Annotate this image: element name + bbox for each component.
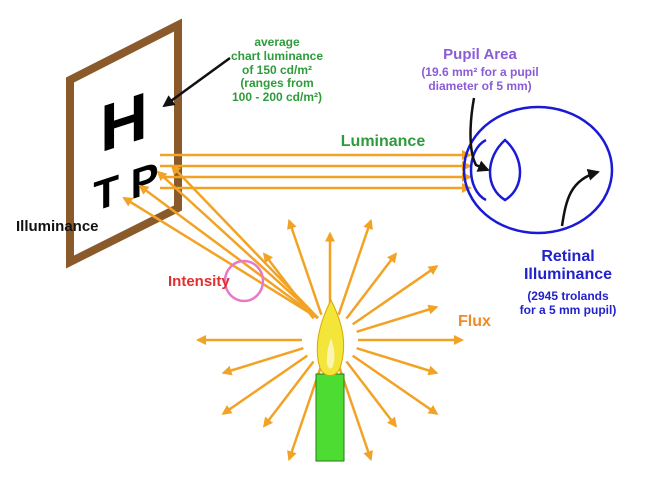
flux-ray [345, 252, 398, 320]
flux-ray [287, 218, 323, 316]
luminance-pointer-arrow [162, 56, 231, 108]
retina-pointer-arrow [560, 168, 600, 227]
flux-ray [356, 347, 439, 376]
flux-ray [351, 354, 439, 415]
illuminance-ray [138, 184, 319, 320]
flux-ray [356, 304, 439, 333]
candle [315, 298, 345, 462]
intensity-circle [223, 259, 265, 303]
eye-chart-frame [66, 18, 182, 269]
eyeball [462, 105, 614, 235]
flux-ray [262, 252, 315, 320]
retinal-illuminance-detail: (2945 trolands for a 5 mm pupil) [519, 289, 617, 317]
illuminance-label: Illuminance [16, 218, 99, 235]
flux-ray [337, 218, 373, 316]
luminance-rays [160, 150, 472, 193]
candle-flame [316, 298, 345, 376]
chart-letter-h: H [100, 78, 148, 167]
cornea [469, 138, 487, 202]
intensity-label: Intensity [168, 273, 230, 290]
luminance-label: Luminance [340, 133, 426, 150]
flux-label: Flux [458, 313, 491, 330]
flux-ray [221, 354, 309, 415]
flux-ray [262, 360, 315, 428]
candle-flame-inner [326, 338, 335, 369]
lens [488, 138, 522, 202]
candle-body [315, 373, 345, 462]
average-luminance-label: average chart luminance of 150 cd/m² (ra… [230, 35, 324, 105]
retinal-illuminance-title: Retinal Illuminance [523, 248, 613, 284]
pupil-pointer-arrow [469, 97, 490, 172]
illuminance-ray [122, 196, 319, 320]
flux-ray [351, 265, 439, 326]
flux-ray [345, 360, 398, 428]
eye [462, 105, 614, 235]
pupil-area-title: Pupil Area [443, 46, 517, 63]
flux-ray [221, 347, 304, 376]
illuminance-ray [156, 170, 319, 319]
eye-chart: H T P [66, 18, 182, 269]
pupil-area-detail: (19.6 mm² for a pupil diameter of 5 mm) [421, 65, 539, 93]
